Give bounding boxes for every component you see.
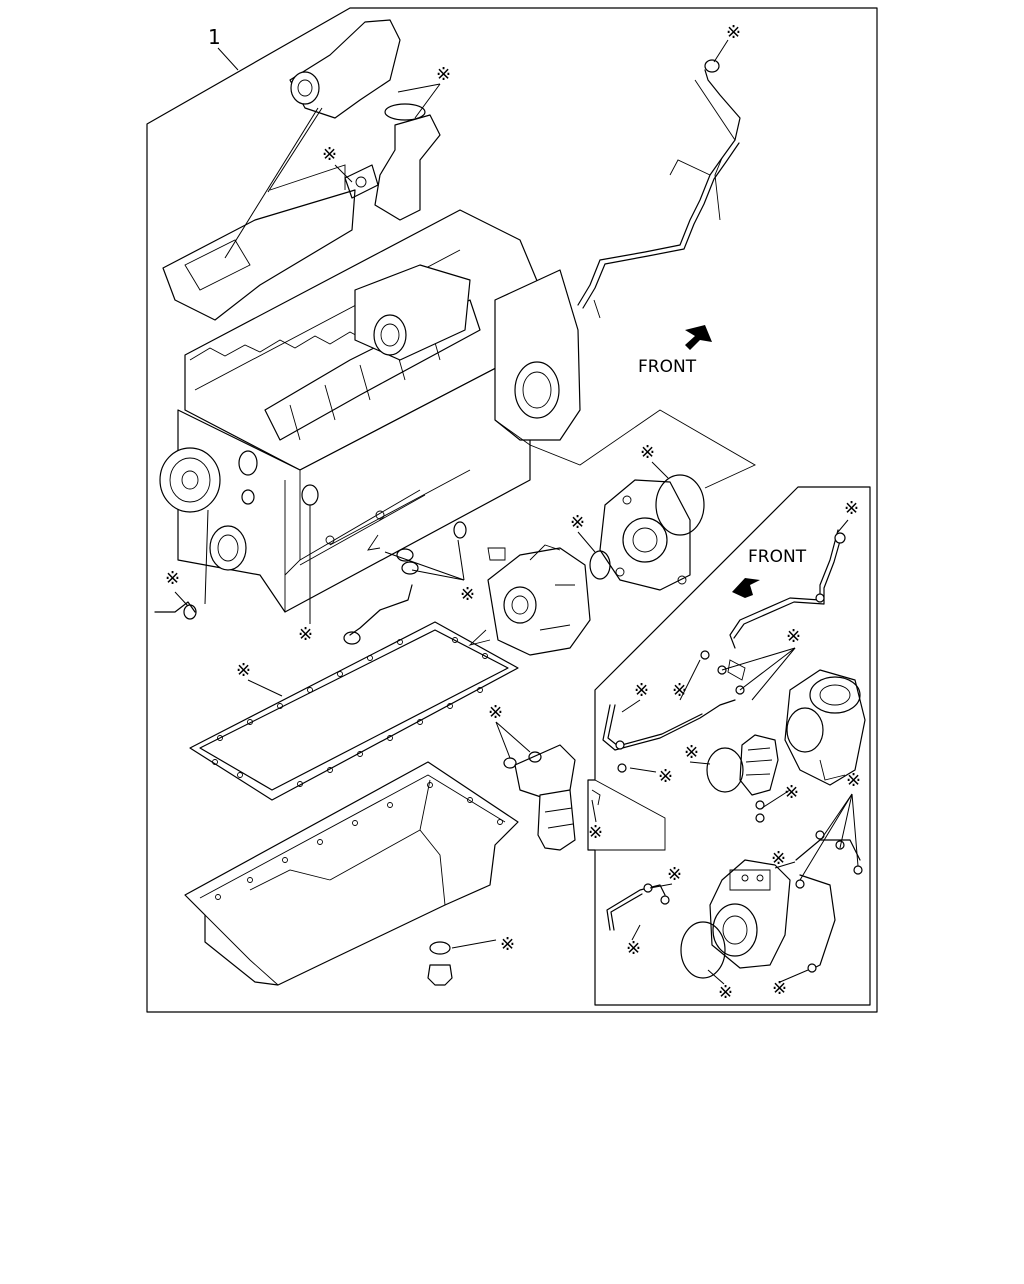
harness (577, 59, 741, 319)
item-number-leader (217, 47, 239, 71)
compressor-o-ring (680, 921, 726, 979)
front-label-top: FRONT (638, 357, 697, 377)
asterisk-mark: ※ (640, 442, 655, 463)
turbocharger (784, 669, 866, 786)
asterisk-mark: ※ (771, 848, 786, 869)
drain-washer (429, 941, 451, 955)
leader-lines (174, 39, 859, 985)
asterisk-mark: ※ (772, 978, 787, 999)
asterisk-mark: ※ (786, 626, 801, 647)
air-compressor (709, 859, 791, 969)
asterisk-mark: ※ (626, 938, 641, 959)
asterisk-mark: ※ (460, 584, 475, 605)
injection-pump (468, 544, 591, 656)
asterisk-mark: ※ (658, 766, 673, 787)
asterisk-mark: ※ (667, 864, 682, 885)
intake-parts (162, 19, 441, 321)
turbo-o-ring (706, 747, 744, 793)
asterisk-mark: ※ (298, 624, 313, 645)
asterisk-mark: ※ (634, 680, 649, 701)
kit-frame (146, 7, 878, 1013)
pump-o-ring (655, 474, 705, 536)
asterisk-mark: ※ (500, 934, 515, 955)
asterisk-mark: ※ (844, 498, 859, 519)
asterisk-mark: ※ (436, 64, 451, 85)
asterisk-mark: ※ (165, 568, 180, 589)
asterisk-mark: ※ (322, 144, 337, 165)
oil-pan (184, 761, 519, 986)
asterisk-mark: ※ (236, 660, 251, 681)
front-arrow-top (685, 325, 712, 350)
pump-flange (599, 479, 691, 591)
asterisk-mark: ※ (718, 982, 733, 1003)
egr-gasket (344, 164, 379, 199)
drain-plug (427, 964, 453, 986)
asterisk-markers: ※ ※ ※ ※ ※ ※ ※ ※ ※ ※ ※ ※ ※ ※ ※ ※ ※ ※ ※ ※ … (165, 22, 861, 1003)
inset-frame (587, 486, 871, 1006)
asterisk-mark: ※ (488, 702, 503, 723)
front-label-inset: FRONT (748, 547, 807, 567)
asterisk-mark: ※ (684, 742, 699, 763)
asterisk-mark: ※ (570, 512, 585, 533)
asterisk-mark: ※ (784, 782, 799, 803)
oil-pan-gasket (189, 621, 519, 801)
engine-block (159, 209, 581, 613)
front-arrow-inset (732, 578, 760, 598)
item-number: 1 (208, 25, 221, 49)
turbo-clamp (739, 734, 779, 796)
asterisk-mark: ※ (846, 770, 861, 791)
asterisk-mark: ※ (588, 822, 603, 843)
asterisk-mark: ※ (672, 680, 687, 701)
oil-filter (503, 744, 601, 851)
asterisk-mark: ※ (726, 22, 741, 43)
